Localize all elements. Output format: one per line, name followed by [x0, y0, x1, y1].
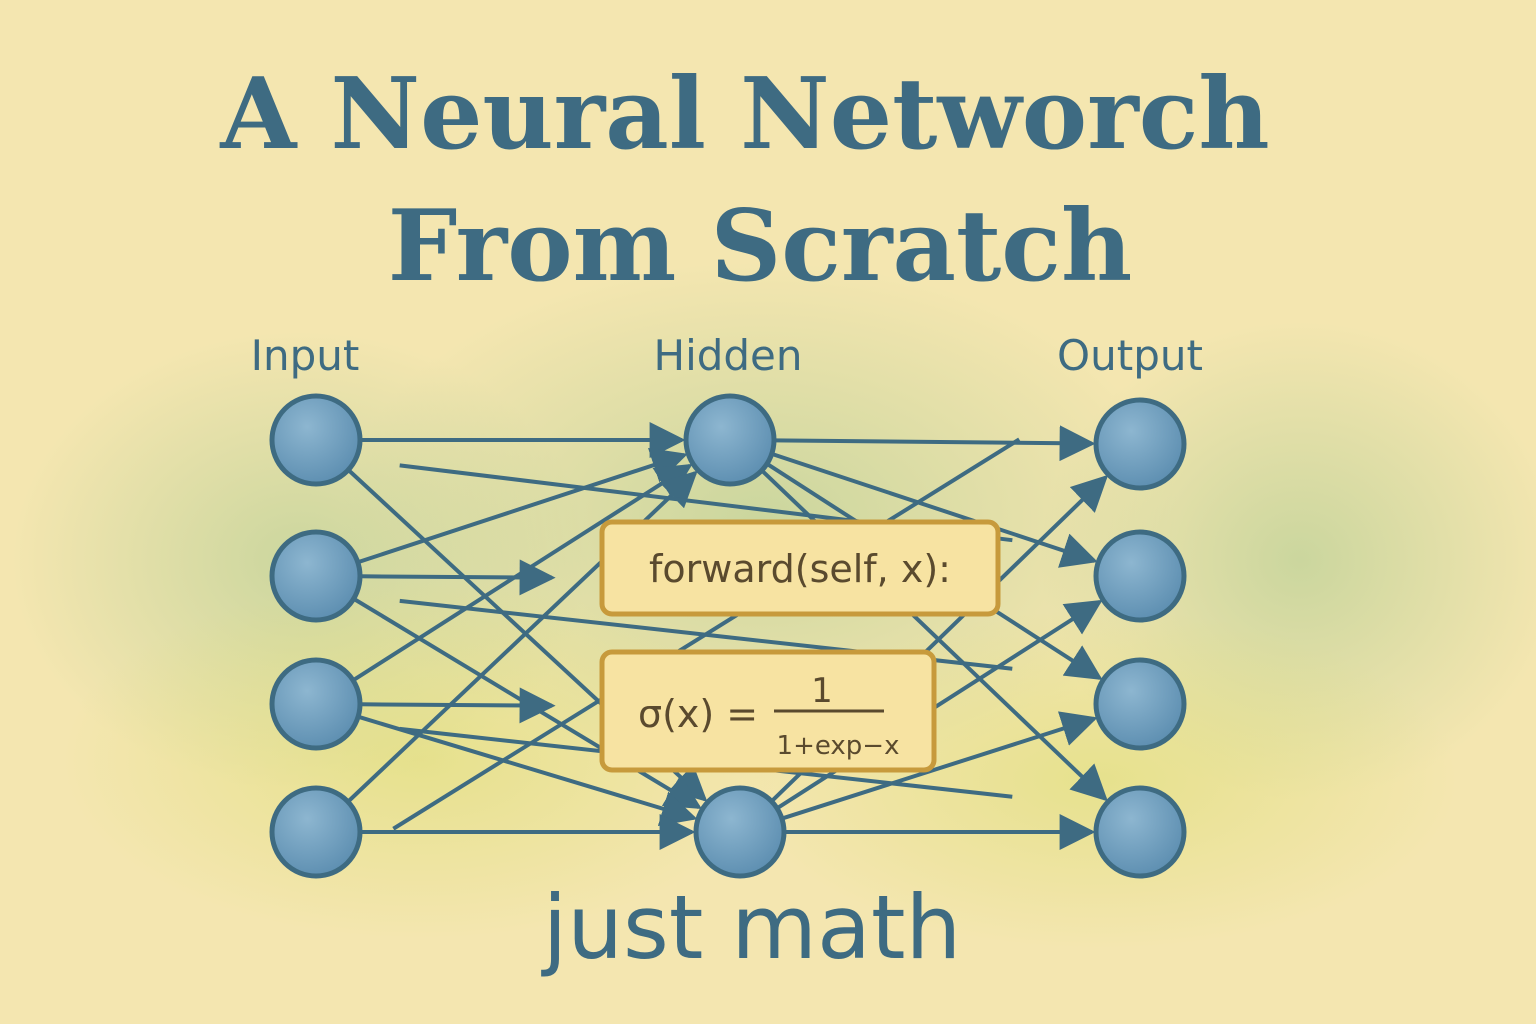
nodes — [269, 393, 1187, 879]
output-node-3 — [1093, 657, 1187, 751]
edge-input-3-to-formula — [359, 687, 556, 724]
edge-hidden-2-output-3 — [781, 711, 1098, 821]
formula-numerator: 1 — [811, 671, 833, 711]
edge-input-2-to-code — [359, 559, 556, 596]
footer-text: just math — [541, 876, 961, 979]
code-box-frame — [599, 519, 1001, 617]
input-node-2 — [269, 529, 363, 623]
layer-label-hidden: Hidden — [653, 331, 802, 380]
hidden-node-1 — [683, 393, 777, 487]
layer-label-input: Input — [251, 331, 360, 380]
edge-cross-4 — [392, 437, 1021, 831]
edge-hidden-1-output-1 — [773, 425, 1096, 462]
formula-denominator: 1+exp−x — [777, 731, 900, 761]
formula-box-frame — [599, 649, 937, 773]
output-node-1 — [1093, 397, 1187, 491]
formula-box: σ(x) = 1 1+exp−x — [599, 649, 937, 773]
input-node-1 — [269, 393, 363, 487]
hidden-node-2 — [693, 785, 787, 879]
edge-input-3-hidden-2 — [357, 714, 698, 826]
layer-label-output: Output — [1057, 331, 1203, 380]
edge-hidden-2-output-2 — [775, 599, 1103, 810]
title-line-1: A Neural Networch — [219, 57, 1269, 172]
input-node-4 — [269, 785, 363, 879]
output-node-4 — [1093, 785, 1187, 879]
input-node-3 — [269, 657, 363, 751]
code-text: forward(self, x): — [649, 547, 951, 591]
edge-input-2-hidden-1 — [357, 447, 688, 565]
formula-lhs: σ(x) = — [638, 692, 758, 736]
title-line-2: From Scratch — [388, 189, 1132, 304]
output-node-2 — [1093, 529, 1187, 623]
code-box: forward(self, x): — [599, 519, 1001, 617]
